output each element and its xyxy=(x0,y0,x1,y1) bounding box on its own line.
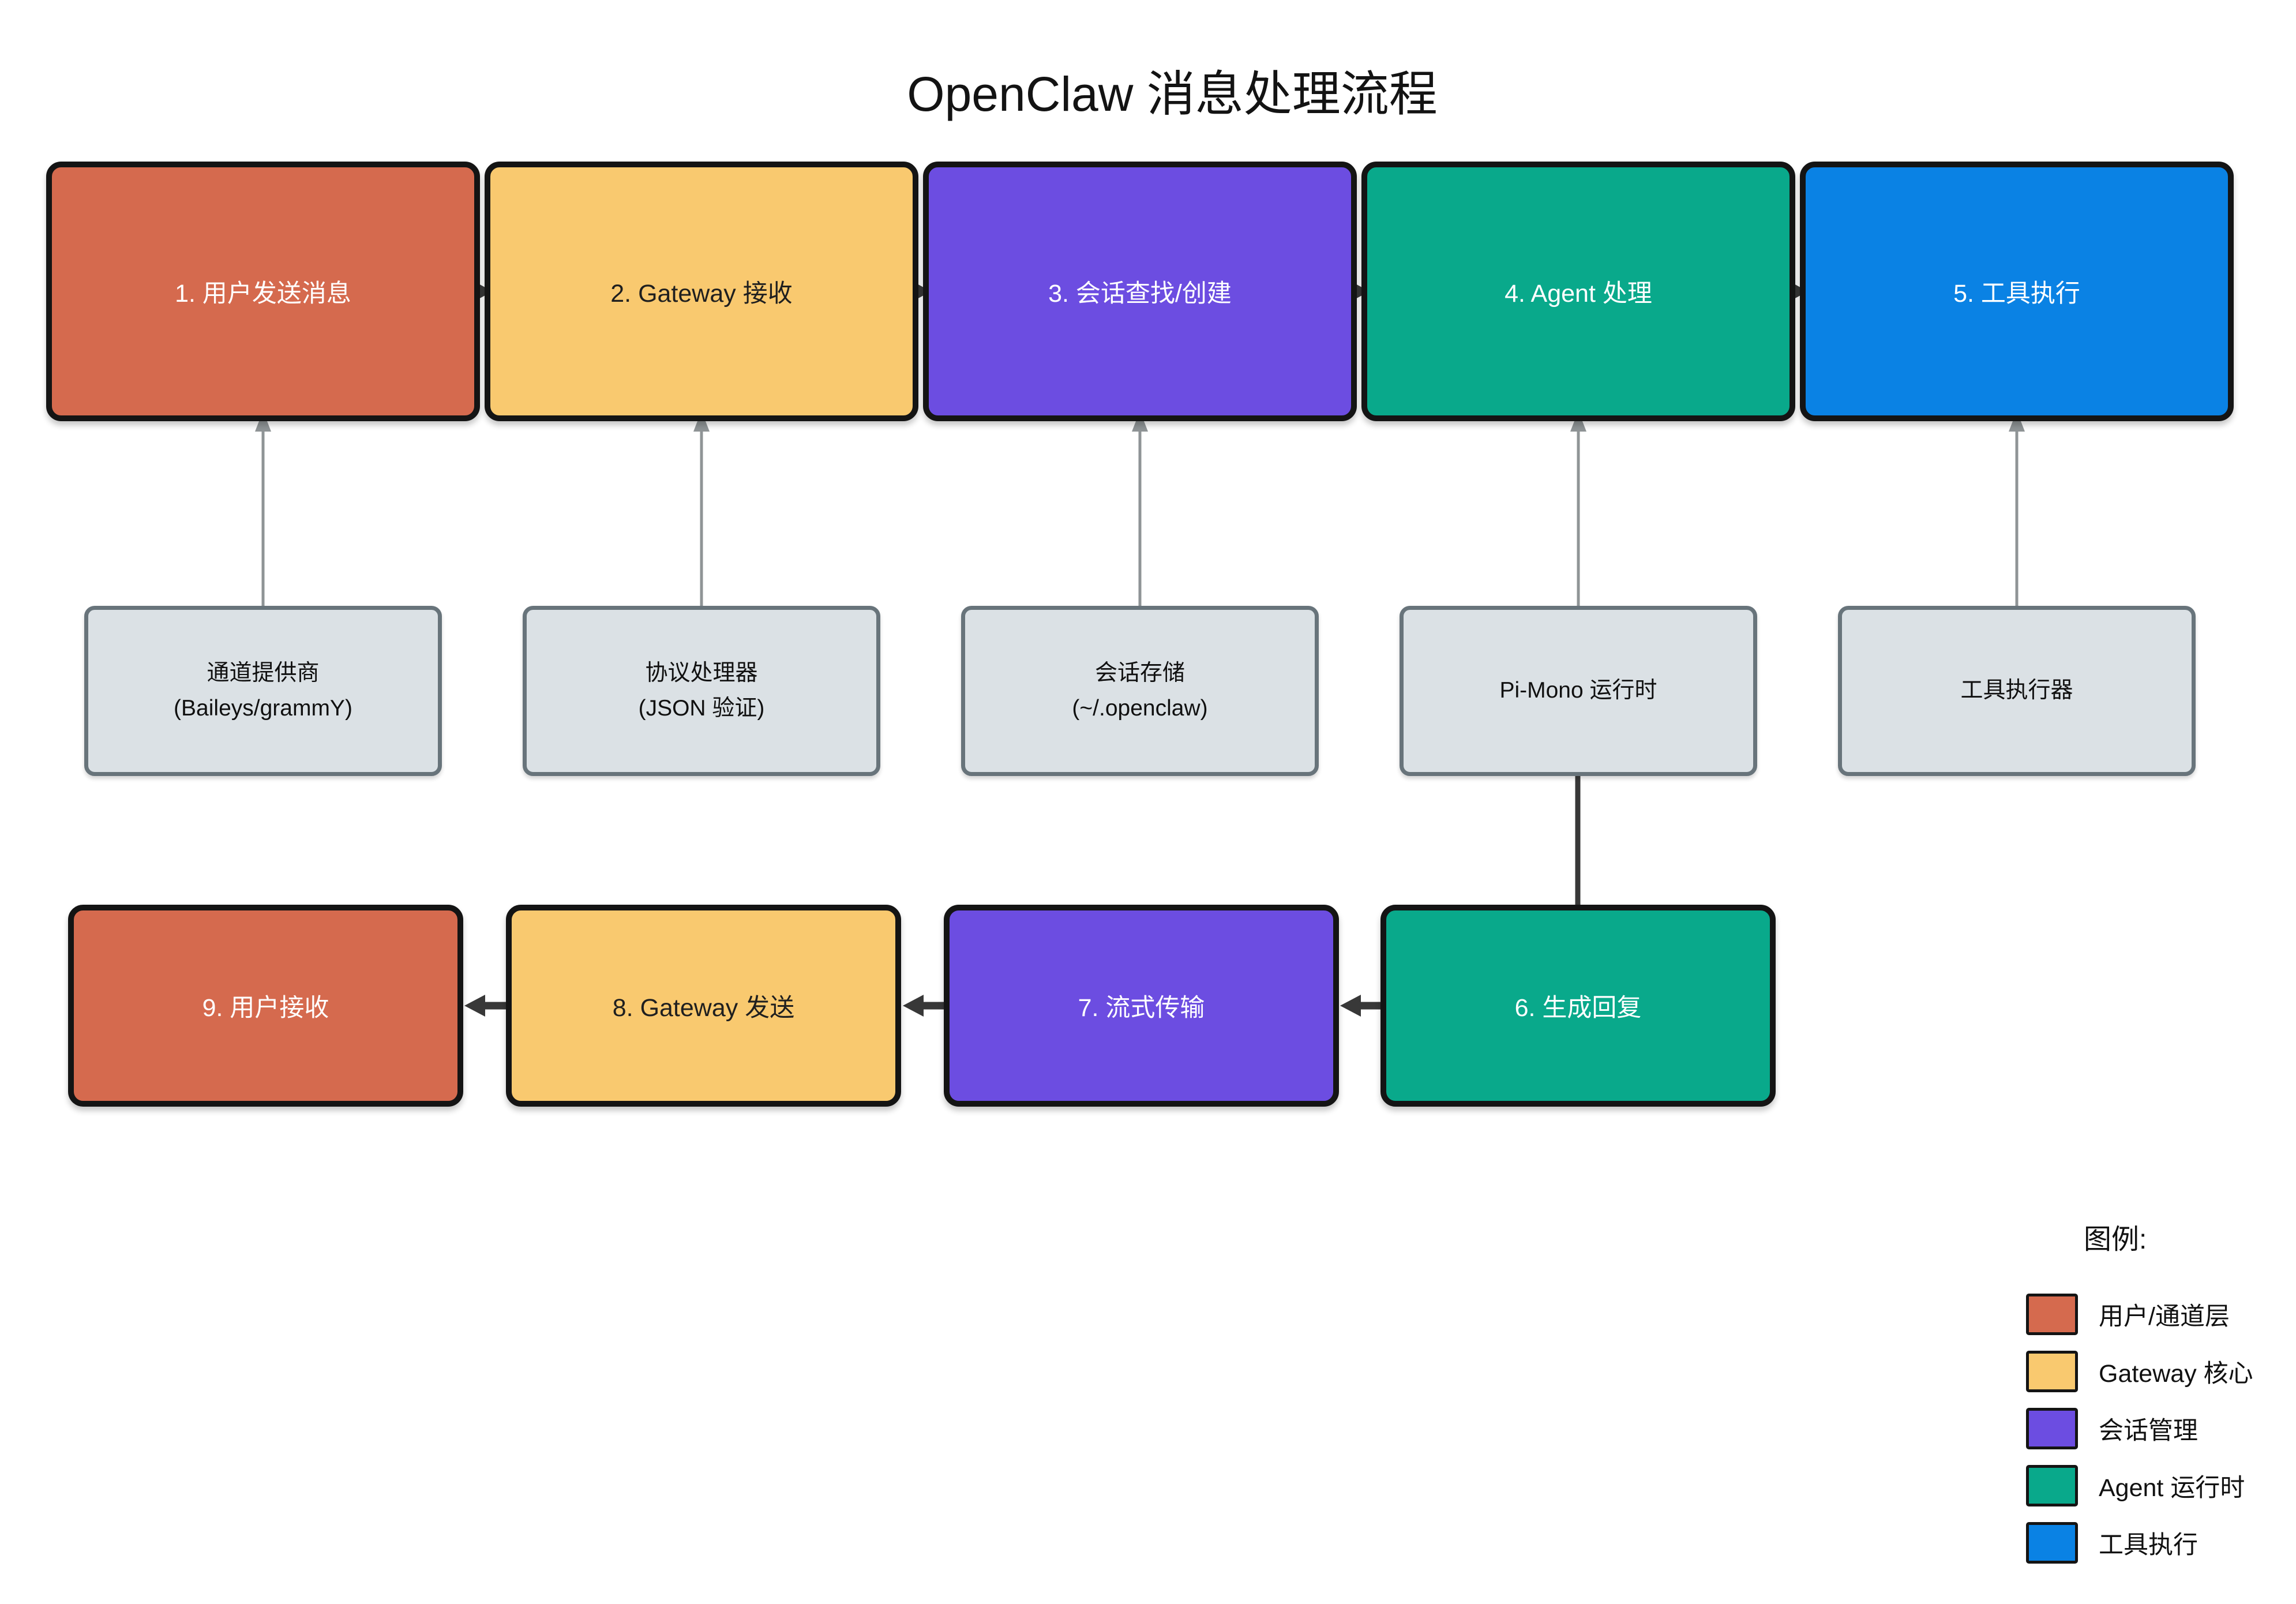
node-label: 2. Gateway 接收 xyxy=(610,280,793,308)
infra-node-tool-executor: 工具执行器 xyxy=(1838,606,2196,776)
legend-swatch-tool-execution xyxy=(2026,1522,2078,1564)
infra-sublabel: (JSON 验证) xyxy=(638,695,765,721)
legend-item-agent-runtime: Agent 运行时 xyxy=(2026,1464,2245,1507)
flow-node-step7-streaming: 7. 流式传输 xyxy=(944,905,1339,1107)
legend-label: Gateway 核心 xyxy=(2099,1360,2253,1388)
infra-node-channel-provider: 通道提供商 (Baileys/grammY) xyxy=(84,606,442,776)
node-label: 5. 工具执行 xyxy=(1953,280,2080,308)
diagram-title: OpenClaw 消息处理流程 xyxy=(907,67,1438,121)
node-label: 3. 会话查找/创建 xyxy=(1048,280,1232,308)
legend-item-gateway-core: Gateway 核心 xyxy=(2026,1350,2253,1393)
infra-label: 会话存储 xyxy=(1094,661,1185,686)
infra-label: 通道提供商 xyxy=(207,661,320,686)
node-label: 7. 流式传输 xyxy=(1078,994,1205,1022)
infra-node-pimono-runtime: Pi-Mono 运行时 xyxy=(1400,606,1757,776)
legend-title: 图例: xyxy=(2084,1224,2147,1255)
infra-label: 协议处理器 xyxy=(645,661,758,686)
node-label: 8. Gateway 发送 xyxy=(612,994,795,1022)
legend-swatch-agent-runtime xyxy=(2026,1465,2078,1506)
flow-node-step3-session-lookup: 3. 会话查找/创建 xyxy=(923,162,1357,421)
node-label: 4. Agent 处理 xyxy=(1505,280,1652,308)
node-label: 9. 用户接收 xyxy=(202,994,329,1022)
legend-swatch-gateway-core xyxy=(2026,1351,2078,1392)
infra-sublabel: (~/.openclaw) xyxy=(1072,695,1208,721)
infra-label: 工具执行器 xyxy=(1960,678,2073,703)
legend-label: Agent 运行时 xyxy=(2099,1474,2245,1502)
legend-swatch-user-channel xyxy=(2026,1294,2078,1335)
infra-node-protocol-handler: 协议处理器 (JSON 验证) xyxy=(523,606,880,776)
legend-item-session-management: 会话管理 xyxy=(2026,1407,2198,1450)
legend-label: 用户/通道层 xyxy=(2099,1303,2230,1331)
legend-swatch-session-management xyxy=(2026,1408,2078,1449)
infra-sublabel: (Baileys/grammY) xyxy=(174,695,352,721)
flow-node-step4-agent-process: 4. Agent 处理 xyxy=(1361,162,1795,421)
legend-label: 会话管理 xyxy=(2099,1417,2198,1445)
flow-node-step9-user-receive: 9. 用户接收 xyxy=(68,905,463,1107)
node-label: 6. 生成回复 xyxy=(1514,994,1642,1022)
flow-node-step2-gateway-receive: 2. Gateway 接收 xyxy=(485,162,918,421)
legend-item-tool-execution: 工具执行 xyxy=(2026,1521,2198,1564)
flow-node-step1-user-send: 1. 用户发送消息 xyxy=(46,162,480,421)
flow-node-step6-generate-reply: 6. 生成回复 xyxy=(1380,905,1776,1107)
legend-label: 工具执行 xyxy=(2099,1531,2198,1559)
legend-item-user-channel: 用户/通道层 xyxy=(2026,1293,2230,1336)
infra-node-session-store: 会话存储 (~/.openclaw) xyxy=(961,606,1319,776)
node-label: 1. 用户发送消息 xyxy=(175,280,351,308)
infra-label: Pi-Mono 运行时 xyxy=(1499,678,1657,703)
flow-node-step8-gateway-send: 8. Gateway 发送 xyxy=(506,905,901,1107)
infra-up-arrows xyxy=(255,411,2025,619)
pimono-down-arrow xyxy=(1567,763,1588,928)
flow-node-step5-tool-exec: 5. 工具执行 xyxy=(1800,162,2234,421)
